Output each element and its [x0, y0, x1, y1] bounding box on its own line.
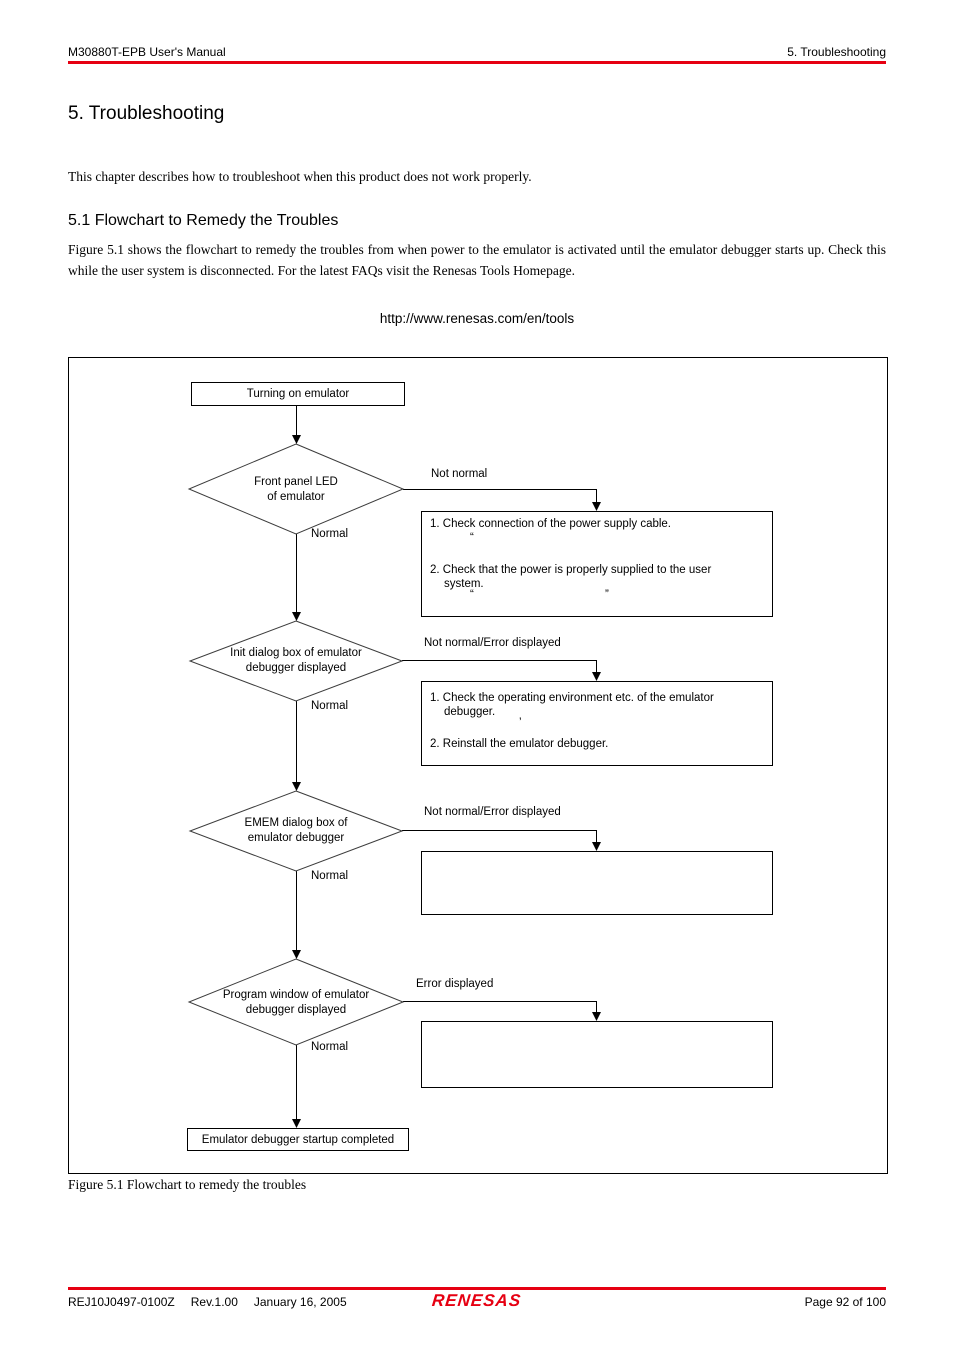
branch-label-not-normal-2: Not normal/Error displayed — [424, 637, 561, 649]
branch-label-not-normal-3: Not normal/Error displayed — [424, 806, 561, 818]
branch-label-error-4: Error displayed — [416, 978, 494, 990]
remedy-box-emem — [421, 851, 773, 915]
chapter-title: 5. Troubleshooting — [68, 103, 225, 124]
footer-page-number: Page 92 of 100 — [804, 1295, 886, 1309]
flow-start-label: Turning on emulator — [246, 388, 350, 400]
branch-label-normal-1: Normal — [311, 528, 349, 540]
header-rule — [68, 61, 886, 64]
decision-program-window: Program window of emulator debugger disp… — [222, 989, 370, 1016]
branch-label-normal-2: Normal — [311, 700, 349, 712]
header-doc-title: M30880T-EPB User's Manual — [68, 45, 226, 59]
remedy-box-program — [421, 1021, 773, 1088]
renesas-logo: RENESAS — [431, 1291, 523, 1310]
decision-init-dialog: Init dialog box of emulator debugger dis… — [230, 647, 362, 674]
tools-homepage-url: http://www.renesas.com/en/tools — [379, 311, 575, 326]
quote-mark: “ — [470, 589, 474, 601]
flowchart-connectors — [187, 404, 601, 1128]
footer-rule — [68, 1287, 886, 1290]
section-heading: 5.1 Flowchart to Remedy the Troubles — [68, 212, 339, 229]
footer-date: January 16, 2005 — [253, 1295, 347, 1309]
remedy-box-environment: 1. Check the operating environment etc. … — [421, 681, 773, 766]
remedy-box-power: 1. Check connection of the power supply … — [421, 511, 773, 617]
chapter-intro: This chapter describes how to troublesho… — [68, 169, 532, 184]
figure-caption: Figure 5.1 Flowchart to remedy the troub… — [68, 1177, 307, 1192]
flowchart-figure: Turning on emulator Front panel LED of e… — [68, 357, 888, 1174]
footer-doc-info: REJ10J0497-0100Z Rev.1.00 January 16, 2005 — [68, 1295, 363, 1309]
flow-end-box: Emulator debugger startup completed — [187, 1128, 409, 1151]
quote-mark: ’ — [519, 717, 522, 729]
footer-doc-number: REJ10J0497-0100Z — [68, 1295, 175, 1309]
flow-end-label: Emulator debugger startup completed — [201, 1133, 395, 1146]
branch-label-normal-4: Normal — [311, 1041, 349, 1053]
flow-start-box: Turning on emulator — [191, 382, 405, 406]
quote-mark: “ — [470, 532, 474, 544]
decision-front-panel-led: Front panel LED of emulator — [254, 476, 338, 503]
quote-mark: ” — [605, 589, 609, 601]
footer-revision: Rev.1.00 — [190, 1295, 238, 1309]
header-chapter: 5. Troubleshooting — [787, 45, 886, 59]
section-body: Figure 5.1 shows the flowchart to remedy… — [68, 242, 886, 278]
branch-label-not-normal-1: Not normal — [431, 468, 488, 480]
decision-emem-dialog: EMEM dialog box of emulator debugger — [244, 817, 348, 844]
branch-label-normal-3: Normal — [311, 870, 349, 882]
